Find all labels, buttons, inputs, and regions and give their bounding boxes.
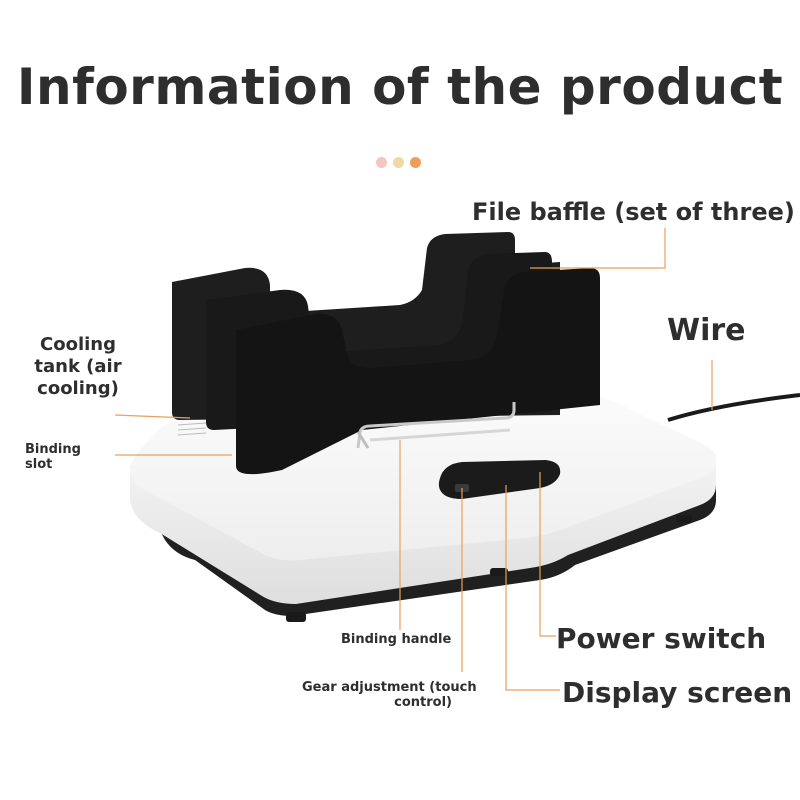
dot-pink-icon bbox=[376, 157, 387, 168]
foot-mid bbox=[490, 568, 508, 576]
label-power-switch: Power switch bbox=[556, 622, 767, 655]
foot-right bbox=[676, 515, 692, 523]
label-gear-adjustment: Gear adjustment (touch control) bbox=[302, 680, 477, 710]
wire-cable bbox=[667, 393, 800, 422]
label-file-baffle: File baffle (set of three) bbox=[472, 198, 795, 226]
cooling-vents bbox=[177, 422, 207, 436]
decorative-dots-icon bbox=[376, 157, 421, 168]
dot-yellow-icon bbox=[393, 157, 404, 168]
label-binding-handle: Binding handle bbox=[341, 632, 452, 647]
binding-handle-bar bbox=[356, 402, 516, 449]
label-display-screen: Display screen bbox=[562, 676, 793, 709]
label-wire: Wire bbox=[667, 313, 746, 348]
label-cooling-tank: Cooling tank (air cooling) bbox=[34, 334, 122, 399]
label-binding-slot: Binding slot bbox=[25, 442, 81, 472]
leader-lines bbox=[114, 228, 713, 691]
dot-orange-icon bbox=[410, 157, 421, 168]
page-title: Information of the product bbox=[16, 58, 784, 116]
baffle-front bbox=[236, 268, 600, 475]
display-panel bbox=[438, 460, 561, 499]
foot-left bbox=[286, 612, 306, 622]
